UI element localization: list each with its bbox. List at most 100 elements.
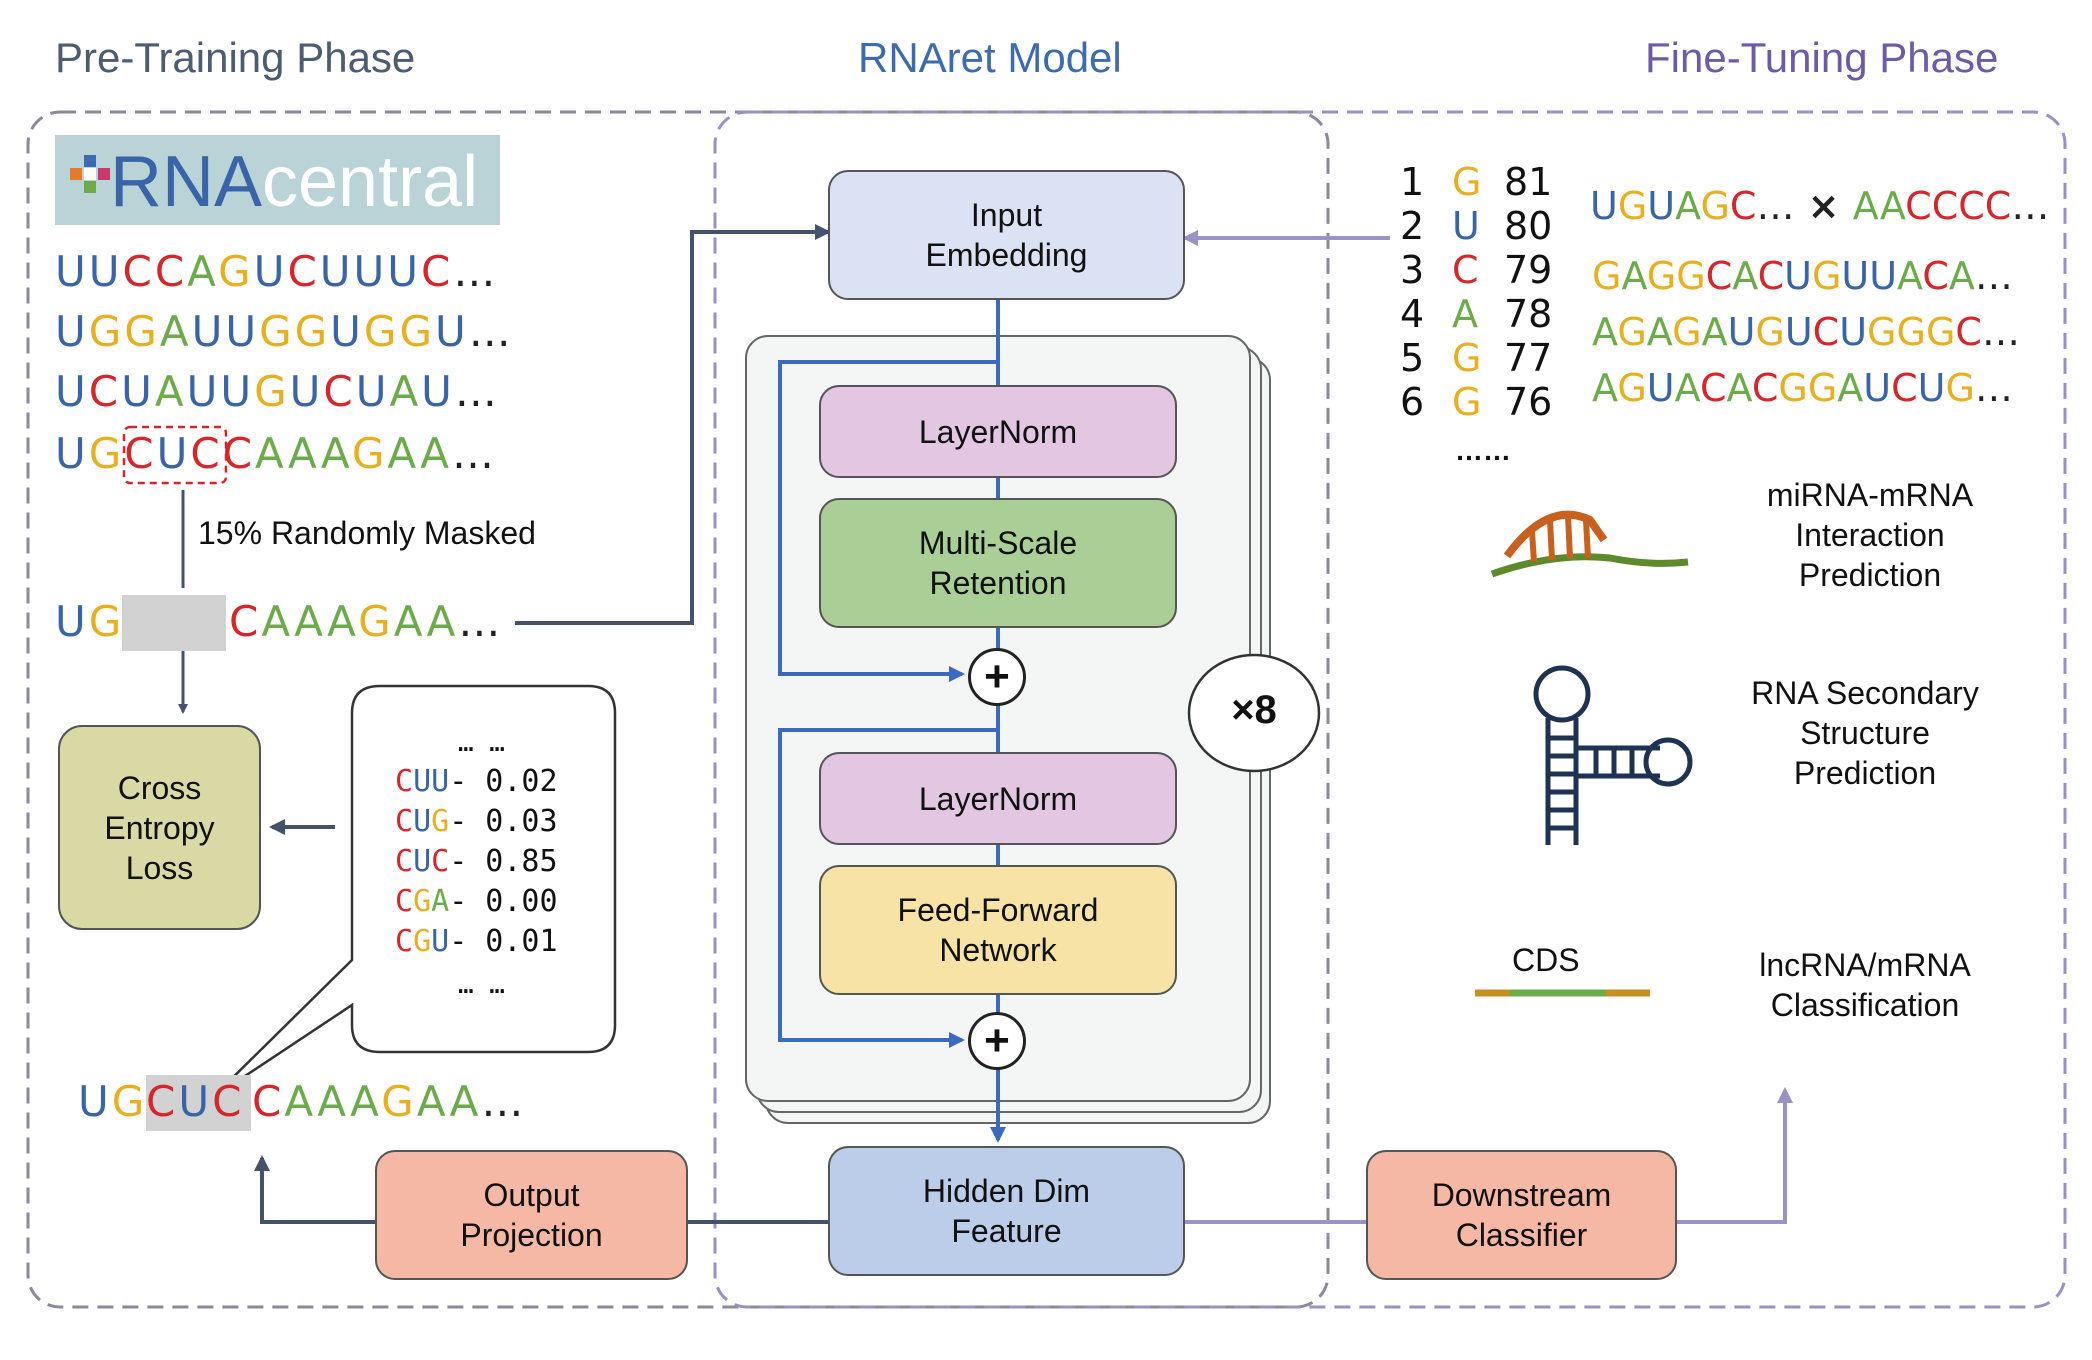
nucleotide: A xyxy=(350,1077,382,1126)
nucleotide: G xyxy=(1811,254,1842,298)
nucleotide: A xyxy=(420,429,453,478)
nucleotide: A xyxy=(320,429,352,478)
nucleotide: A xyxy=(287,429,321,478)
masked-sequence-suffix: CAAAGAA… xyxy=(229,598,503,646)
nucleotide: C xyxy=(395,884,414,919)
vocab-id: 80 xyxy=(1504,204,1553,248)
nucleotide: C xyxy=(1931,184,1959,228)
sequence-ellipsis: … xyxy=(481,1077,527,1126)
prediction-row: CUG- 0.03 xyxy=(395,804,558,844)
nucleotide: C xyxy=(1757,254,1785,298)
nucleotide: A xyxy=(294,597,328,646)
prediction-row: CGA- 0.00 xyxy=(395,884,558,924)
nucleotide: G xyxy=(1646,254,1677,298)
vocab-id: 78 xyxy=(1504,292,1553,336)
sequence-ellipsis: … xyxy=(1974,366,2013,410)
nucleotide: G xyxy=(358,597,394,646)
vocab-id: 77 xyxy=(1504,336,1553,380)
nucleotide: A xyxy=(1897,254,1923,298)
nucleotide: A xyxy=(1948,254,1975,298)
nucleotide: U xyxy=(413,844,432,879)
nucleotide: C xyxy=(122,247,155,296)
nucleotide: C xyxy=(1955,310,1982,354)
vocab-rank: 3 xyxy=(1400,248,1425,292)
nucleotide: A xyxy=(1701,310,1728,354)
residual-add-icon: + xyxy=(968,1012,1026,1070)
nucleotide: G xyxy=(363,307,400,356)
nucleotide: C xyxy=(1984,184,2012,228)
multi-scale-retention-box: Multi-Scale Retention xyxy=(819,498,1177,628)
nucleotide: G xyxy=(1700,184,1730,228)
residual-add-icon: + xyxy=(968,648,1026,706)
nucleotide: G xyxy=(88,307,125,356)
nucleotide: U xyxy=(1863,366,1892,410)
nucleotide: G xyxy=(1867,310,1897,354)
nucleotide: U xyxy=(387,247,422,296)
sequence-ellipsis: … xyxy=(1974,254,2013,298)
pretrain-frame xyxy=(26,110,1330,1309)
logo-prefix: RNA xyxy=(110,142,263,222)
nucleotide: C xyxy=(212,1077,245,1126)
nucleotide: A xyxy=(284,1077,318,1126)
vocab-rank: 1 xyxy=(1400,160,1425,204)
pair-right-ellipsis: … xyxy=(2011,184,2050,228)
cross-entropy-loss-box: Cross Entropy Loss xyxy=(58,725,261,930)
nucleotide: C xyxy=(1812,310,1840,354)
nucleotide: G xyxy=(1617,310,1647,354)
repeat-label: ×8 xyxy=(1231,688,1277,732)
vocab-token: G xyxy=(1452,336,1482,380)
nucleotide: U xyxy=(330,307,364,356)
prediction-codon: CGA xyxy=(395,884,449,919)
nucleotide: A xyxy=(387,429,421,478)
rnacentral-logo-bg xyxy=(55,135,500,225)
pretrain-sequence: UCUAUUGUCUAU… xyxy=(55,368,500,416)
nucleotide: U xyxy=(421,367,455,416)
nucleotide: U xyxy=(319,247,354,296)
nucleotide: C xyxy=(1922,254,1949,298)
nucleotide: U xyxy=(431,924,450,959)
model-heading: RNAret Model xyxy=(858,34,1122,81)
vocab-rank: 4 xyxy=(1400,292,1425,336)
nucleotide: G xyxy=(1925,310,1956,354)
nucleotide: U xyxy=(1841,254,1870,298)
nucleotide: U xyxy=(1784,254,1812,298)
nucleotide: A xyxy=(1852,184,1880,228)
prediction-codon: CUU xyxy=(395,764,449,799)
nucleotide: G xyxy=(1896,310,1926,354)
nucleotide: C xyxy=(431,844,450,879)
vocab-rank: 6 xyxy=(1400,380,1425,424)
nucleotide: G xyxy=(88,597,125,646)
vocab-rank: 2 xyxy=(1400,204,1425,248)
nucleotide: U xyxy=(413,764,432,799)
sequence-ellipsis: … xyxy=(452,429,498,478)
sequence-ellipsis: … xyxy=(454,367,500,416)
nucleotide: C xyxy=(124,429,157,478)
nucleotide: U xyxy=(1647,184,1676,228)
feed-forward-network-box: Feed-Forward Network xyxy=(819,865,1177,995)
nucleotide: G xyxy=(351,429,388,478)
prediction-row: CUC- 0.85 xyxy=(395,844,558,884)
nucleotide: A xyxy=(1837,366,1864,410)
nucleotide: U xyxy=(1727,310,1756,354)
finetune-frame xyxy=(713,110,2067,1309)
pretrain-sequence: UUCCAGUCUUUC… xyxy=(55,248,498,296)
nucleotide: G xyxy=(1778,366,1808,410)
mask-block xyxy=(122,595,226,651)
nucleotide: G xyxy=(1592,254,1622,298)
nucleotide: A xyxy=(255,429,288,478)
nucleotide: U xyxy=(355,367,390,416)
prediction-ellipsis-bottom: … … xyxy=(458,970,505,1000)
prediction-prob: - 0.03 xyxy=(449,804,558,839)
layernorm-box-1: LayerNorm xyxy=(819,385,1177,478)
vocab-token: U xyxy=(1452,204,1480,248)
hidden-dim-feature-box: Hidden Dim Feature xyxy=(828,1146,1185,1276)
output-sequence-prefix: UG xyxy=(78,1078,147,1126)
pair-sequence-part: AACCCC xyxy=(1853,184,2012,228)
nucleotide: C xyxy=(222,429,256,478)
nucleotide: A xyxy=(1879,184,1906,228)
